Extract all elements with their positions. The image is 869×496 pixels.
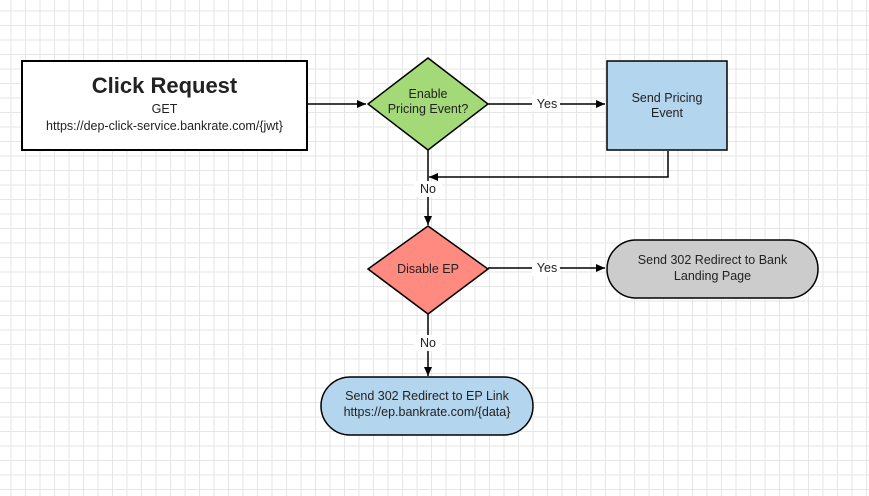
- edge-send-pricing-return: [429, 151, 669, 181]
- click-request-method: GET: [152, 102, 178, 116]
- click-request-node[interactable]: Click Request GET https://dep-click-serv…: [21, 60, 308, 151]
- bank-redirect-terminal[interactable]: Send 302 Redirect to Bank Landing Page: [606, 239, 819, 299]
- send-pricing-line1: Send Pricing: [632, 91, 703, 105]
- enable-pricing-line2: Pricing Event?: [388, 102, 469, 116]
- send-pricing-line2: Event: [651, 106, 683, 120]
- edge-label-disable-no: No: [420, 336, 436, 350]
- click-request-title: Click Request: [92, 73, 238, 98]
- click-request-url: https://dep-click-service.bankrate.com/{…: [46, 119, 283, 133]
- disable-ep-decision[interactable]: Disable EP: [366, 225, 490, 315]
- enable-pricing-decision[interactable]: Enable Pricing Event?: [366, 57, 490, 151]
- ep-redirect-terminal[interactable]: Send 302 Redirect to EP Link https://ep.…: [320, 376, 534, 436]
- send-pricing-node[interactable]: Send Pricing Event: [606, 60, 728, 151]
- edge-label-pricing-no: No: [420, 182, 436, 196]
- edge-labels: Yes No Yes No: [414, 95, 560, 351]
- bank-redirect-line1: Send 302 Redirect to Bank: [638, 253, 788, 267]
- edge-label-pricing-yes: Yes: [537, 97, 557, 111]
- disable-ep-label: Disable EP: [397, 262, 459, 276]
- bank-redirect-line2: Landing Page: [674, 269, 751, 283]
- ep-redirect-line2: https://ep.bankrate.com/{data}: [344, 405, 511, 419]
- ep-redirect-line1: Send 302 Redirect to EP Link: [345, 389, 510, 403]
- edge-label-disable-yes: Yes: [537, 261, 557, 275]
- enable-pricing-line1: Enable: [409, 87, 448, 101]
